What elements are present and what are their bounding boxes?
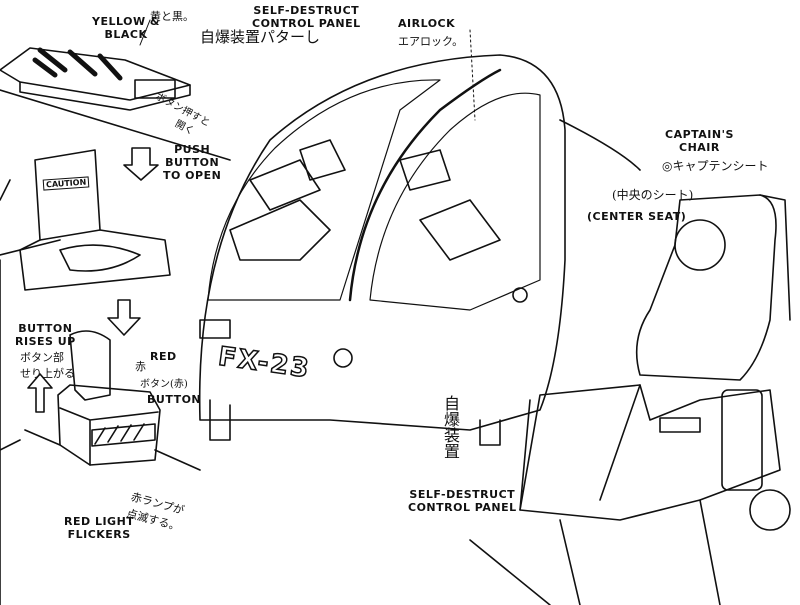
hazard-panel-open xyxy=(0,149,171,605)
up-arrow-icon xyxy=(27,373,53,413)
down-arrow-icon xyxy=(107,299,141,336)
cockpit-pod xyxy=(198,54,641,446)
center-seat-label: (CENTER SEAT) xyxy=(587,210,687,223)
airlock-label: AIRLOCK xyxy=(398,17,456,30)
captains-chair-jp-label: ◎キャプテンシート xyxy=(662,159,769,173)
airlock-jp-label: エアロック。 xyxy=(398,35,464,48)
yellow-black-jp-label: 黄と黒。 xyxy=(150,10,194,23)
button-label: BUTTON xyxy=(147,393,202,406)
captains-chair xyxy=(469,194,791,605)
red-button-jp-label: ボタン(赤) xyxy=(140,379,188,390)
red-label: RED xyxy=(150,350,177,363)
yellow-black-label: YELLOW &BLACK xyxy=(92,15,161,41)
self-destruct-top-jp-label: 自爆装置パターし xyxy=(200,28,321,46)
hazard-panel-closed xyxy=(0,47,231,201)
down-arrow-icon xyxy=(123,147,159,181)
red-jp-label: 赤 xyxy=(135,360,146,373)
rising-button-box xyxy=(0,330,201,471)
button-rises-jp-label: ボタン部せり上がる xyxy=(20,351,75,380)
center-seat-jp-label: (中央のシート) xyxy=(612,188,694,202)
self-destruct-vertical-jp-label: 自爆装置 xyxy=(441,395,460,459)
